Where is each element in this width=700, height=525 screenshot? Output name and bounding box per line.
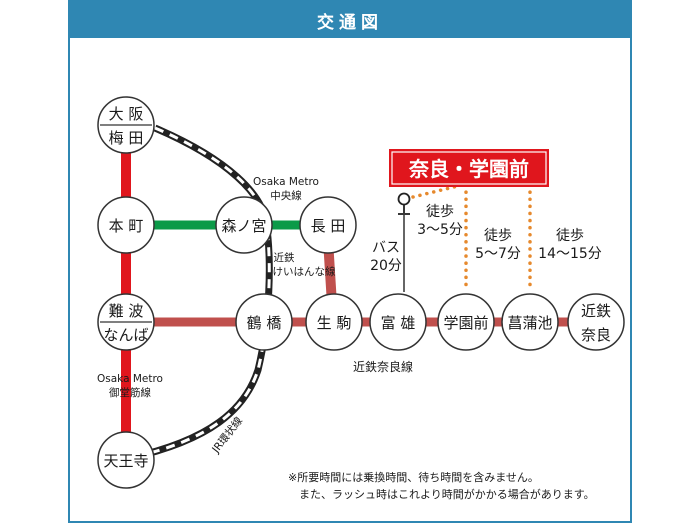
walk-stop-label-2: 3～5分	[417, 222, 463, 238]
walk-ayameike-label-2: 14～15分	[538, 246, 602, 262]
midosuji-line-label-1: Osaka Metro	[97, 373, 163, 385]
station-ikoma	[305, 293, 363, 351]
station-morinomiya	[215, 196, 273, 254]
station-namba-label-1: 難 波	[109, 302, 144, 320]
station-nagata	[299, 196, 357, 254]
jr-loop-line	[129, 124, 273, 462]
walk-gakuenmae-label-2: 5～7分	[475, 246, 521, 262]
station-ayameike	[501, 293, 559, 351]
station-tsuruhashi-label: 鶴 橋	[247, 314, 282, 332]
station-gakuenmae	[437, 293, 495, 351]
station-tennoji	[97, 431, 155, 489]
note-line-1: ※所要時間には乗換時間、待ち時間を含みません。	[288, 470, 539, 484]
station-umeda-label-1: 大 阪	[109, 105, 144, 123]
station-kintetsunara-label-1: 近鉄	[581, 302, 611, 320]
header-bar: 交通図	[70, 2, 630, 38]
station-ikoma-label: 生 駒	[317, 314, 352, 332]
station-kintetsunara	[567, 293, 625, 351]
destination-badge: 奈良・学園前	[389, 149, 549, 187]
midosuji-line-label-2: 御堂筋線	[109, 386, 151, 399]
station-honmachi	[97, 196, 155, 254]
station-tomio-label: 富 雄	[381, 314, 416, 332]
station-tennoji-label: 天王寺	[103, 452, 148, 470]
station-tsuruhashi	[235, 293, 293, 351]
bus-label-2: 20分	[370, 258, 402, 274]
station-namba-label-2: なんば	[103, 326, 148, 344]
station-tomio	[369, 293, 427, 351]
chuo-line-label-1: Osaka Metro	[253, 176, 319, 188]
note-line-2: また、ラッシュ時はこれより時間がかかる場合があります。	[299, 487, 595, 501]
station-honmachi-label: 本 町	[109, 217, 144, 235]
chuo-line-label-2: 中央線	[270, 189, 302, 202]
walk-ayameike-label-1: 徒歩	[556, 228, 584, 244]
keihanna-line-label-1: 近鉄	[274, 251, 295, 264]
station-ayameike-label: 菖蒲池	[507, 314, 552, 332]
keihanna-line-label-2: けいはんな線	[273, 265, 336, 278]
map-frame: 交通図	[68, 0, 632, 523]
station-nagata-label: 長 田	[311, 217, 346, 235]
bus-stop-icon	[397, 192, 411, 215]
destination-label: 奈良・学園前	[408, 157, 529, 181]
header-title: 交通図	[317, 12, 383, 33]
station-umeda-label-2: 梅 田	[109, 129, 144, 147]
kintetsu-nara-line-label: 近鉄奈良線	[353, 359, 413, 374]
station-morinomiya-label: 森ノ宮	[221, 217, 266, 235]
bus-label-1: バス	[372, 240, 400, 256]
station-gakuenmae-label: 学園前	[443, 314, 488, 332]
walk-gakuenmae-label-1: 徒歩	[484, 228, 512, 244]
walk-stop-label-1: 徒歩	[426, 204, 454, 220]
station-kintetsunara-label-2: 奈良	[581, 326, 611, 344]
